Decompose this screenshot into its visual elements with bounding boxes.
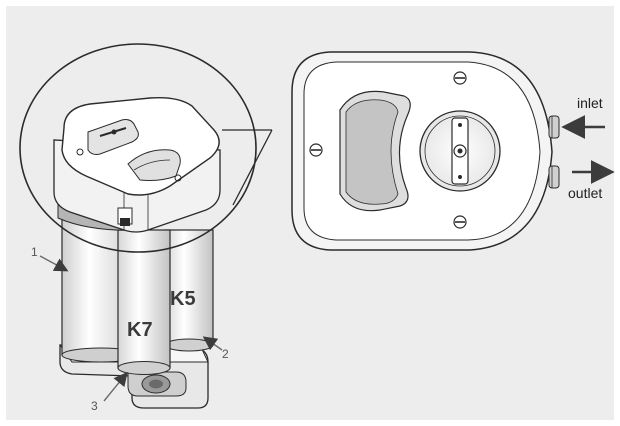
filter-housing-perspective	[19, 43, 273, 409]
callout-2: 2	[202, 336, 229, 361]
label-k5: K5	[170, 288, 196, 310]
inlet-port	[548, 115, 560, 139]
outlet-port	[548, 165, 560, 189]
svg-text:2: 2	[222, 347, 229, 361]
label-k7: K7	[127, 319, 153, 341]
callout-1: 1	[31, 245, 69, 272]
screw-icon	[309, 143, 323, 157]
callout-line	[222, 129, 273, 206]
inlet-label: inlet	[577, 95, 603, 111]
magnifier-circle	[19, 43, 257, 253]
callout-3: 3	[91, 371, 128, 413]
cartridge-k7	[117, 229, 171, 369]
screw-icon	[453, 71, 467, 85]
filter-head-top	[61, 96, 220, 196]
svg-text:3: 3	[91, 399, 98, 413]
cartridge-k5	[164, 229, 214, 346]
svg-text:1: 1	[31, 245, 38, 259]
screw-icon	[453, 215, 467, 229]
filter-head-top-view	[291, 51, 560, 251]
outlet-label: outlet	[568, 185, 602, 201]
